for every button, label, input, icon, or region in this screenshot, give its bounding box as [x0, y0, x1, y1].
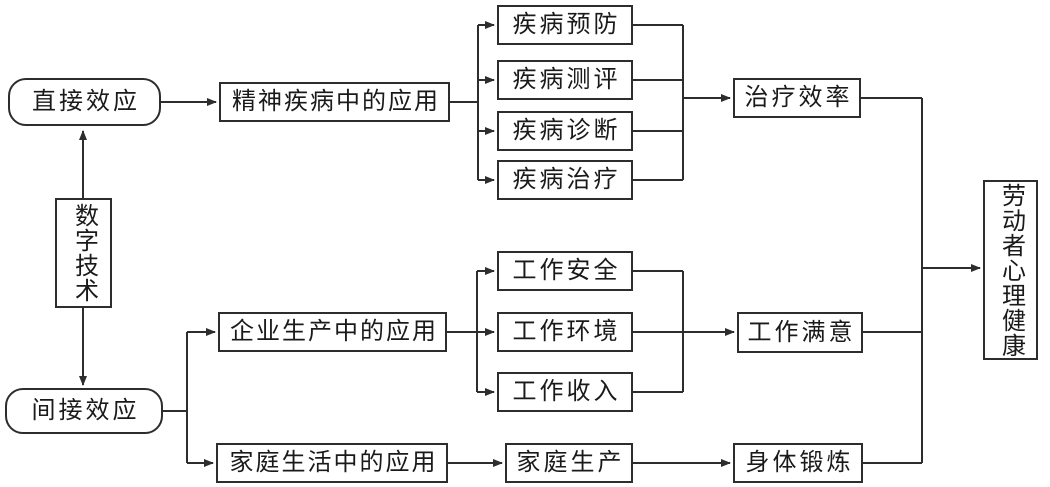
node-disease-assessment: 疾病测评 — [497, 60, 633, 100]
node-family-life-application: 家庭生活中的应用 — [216, 443, 448, 483]
node-disease-prevention: 疾病预防 — [497, 5, 633, 45]
node-job-satisfaction-label: 工作满意 — [747, 318, 856, 346]
node-direct-effect-label: 直接效应 — [32, 88, 140, 115]
node-treatment-efficiency: 治疗效率 — [733, 78, 861, 118]
node-mental-illness-application: 精神疾病中的应用 — [219, 82, 450, 122]
node-mental-illness-application-label: 精神疾病中的应用 — [232, 88, 440, 115]
node-disease-prevention-label: 疾病预防 — [512, 11, 621, 38]
node-family-production: 家庭生产 — [505, 443, 633, 483]
node-work-safety-label: 工作安全 — [512, 257, 621, 284]
node-work-environment-label: 工作环境 — [512, 318, 621, 345]
node-disease-diagnosis: 疾病诊断 — [497, 111, 633, 151]
node-disease-assessment-label: 疾病测评 — [512, 66, 621, 93]
node-indirect-effect: 间接效应 — [5, 388, 163, 434]
node-work-safety: 工作安全 — [497, 251, 633, 291]
node-direct-effect: 直接效应 — [8, 78, 161, 126]
node-job-satisfaction: 工作满意 — [737, 312, 863, 353]
node-disease-treatment: 疾病治疗 — [497, 160, 633, 200]
node-work-environment: 工作环境 — [497, 312, 633, 352]
node-enterprise-production-application: 企业生产中的应用 — [218, 312, 447, 352]
node-work-income-label: 工作收入 — [512, 378, 621, 405]
node-disease-treatment-label: 疾病治疗 — [512, 166, 621, 193]
node-physical-exercise-label: 身体锻炼 — [745, 449, 854, 476]
node-worker-mental-health-label: 劳动者心理健康 — [997, 182, 1025, 358]
node-indirect-effect-label: 间接效应 — [31, 397, 140, 424]
node-treatment-efficiency-label: 治疗效率 — [744, 84, 853, 111]
node-disease-diagnosis-label: 疾病诊断 — [512, 117, 621, 144]
node-digital-technology-label: 数字技术 — [70, 203, 98, 303]
node-worker-mental-health: 劳动者心理健康 — [983, 180, 1038, 360]
node-physical-exercise: 身体锻炼 — [733, 443, 863, 483]
node-family-life-application-label: 家庭生活中的应用 — [229, 449, 438, 476]
node-work-income: 工作收入 — [497, 372, 633, 412]
node-enterprise-production-application-label: 企业生产中的应用 — [230, 318, 438, 345]
node-digital-technology: 数字技术 — [55, 198, 112, 308]
node-family-production-label: 家庭生产 — [516, 449, 625, 476]
